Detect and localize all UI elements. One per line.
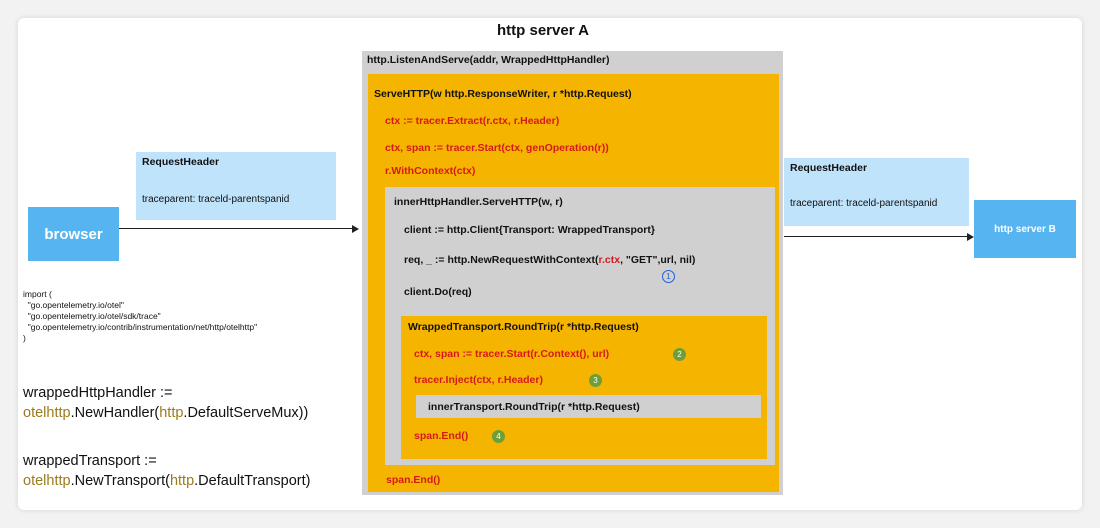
arg-defaultservemux: .DefaultServeMux)) — [183, 405, 309, 421]
wrapped-transport-line1: wrappedTransport := — [23, 453, 157, 469]
arg-defaulttransport: .DefaultTransport) — [194, 473, 311, 489]
span-end-line: span.End() — [386, 474, 441, 486]
wrapped-transport-line2: otelhttp.NewTransport(http.DefaultTransp… — [23, 471, 310, 491]
marker-3-icon: 3 — [589, 374, 602, 387]
wrapped-handler-line2: otelhttp.NewHandler(http.DefaultServeMux… — [23, 403, 308, 423]
marker-4-icon: 4 — [492, 430, 505, 443]
inner-roundtrip-label: innerTransport.RoundTrip(r *http.Request… — [428, 401, 640, 413]
roundtrip-start-line: ctx, span := tracer.Start(r.Context(), u… — [414, 348, 610, 360]
func-newhandler: .NewHandler( — [70, 405, 160, 421]
pkg-otelhttp: otelhttp — [23, 405, 71, 421]
marker-1-icon: 1 — [662, 270, 675, 283]
request-header-left: RequestHeader traceparent: traceld-paren… — [136, 152, 336, 220]
diagram-title: http server A — [497, 22, 589, 39]
pkg-http: http — [169, 473, 195, 489]
request-header-right-heading: RequestHeader — [790, 162, 868, 174]
wrapped-transport-code: wrappedTransport := otelhttp.NewTranspor… — [23, 451, 310, 491]
new-request-ctx: r.ctx — [598, 254, 621, 266]
new-request-suffix: , "GET",url, nil) — [620, 254, 696, 266]
serve-http-label: ServeHTTP(w http.ResponseWriter, r *http… — [374, 88, 632, 100]
func-newtransport: .NewTransport( — [70, 473, 170, 489]
arrowhead-icon — [967, 233, 974, 241]
imports-block: import ( "go.opentelemetry.io/otel" "go.… — [23, 289, 258, 343]
roundtrip-box — [401, 316, 767, 459]
arrowhead-icon — [352, 225, 359, 233]
start-span-line: ctx, span := tracer.Start(ctx, genOperat… — [385, 142, 609, 154]
pkg-otelhttp: otelhttp — [23, 473, 71, 489]
request-header-right: RequestHeader traceparent: traceld-paren… — [784, 158, 969, 226]
arrow-server-a-to-server-b — [784, 236, 968, 237]
request-header-left-value: traceparent: traceld-parentspanid — [142, 194, 290, 205]
request-header-right-value: traceparent: traceld-parentspanid — [790, 198, 938, 209]
new-request-line: req, _ := http.NewRequestWithContext(r.c… — [404, 254, 695, 266]
roundtrip-end-line: span.End() — [414, 430, 469, 442]
extract-line: ctx := tracer.Extract(r.ctx, r.Header) — [385, 115, 560, 127]
inner-serve-label: innerHttpHandler.ServeHTTP(w, r) — [394, 196, 563, 208]
arrow-browser-to-server-a — [119, 228, 352, 229]
new-request-prefix: req, _ := http.NewRequestWithContext( — [404, 254, 599, 266]
inject-line: tracer.Inject(ctx, r.Header) — [414, 374, 543, 386]
client-line: client := http.Client{Transport: Wrapped… — [404, 224, 655, 236]
server-b-node: http server B — [974, 200, 1076, 258]
with-context-line: r.WithContext(ctx) — [385, 165, 476, 177]
marker-2-icon: 2 — [673, 348, 686, 361]
client-do-line: client.Do(req) — [404, 286, 472, 298]
wrapped-handler-code: wrappedHttpHandler := otelhttp.NewHandle… — [23, 383, 308, 423]
request-header-left-heading: RequestHeader — [142, 156, 220, 168]
browser-node: browser — [28, 207, 119, 261]
listen-and-serve-label: http.ListenAndServe(addr, WrappedHttpHan… — [367, 54, 610, 66]
wrapped-handler-line1: wrappedHttpHandler := — [23, 385, 173, 401]
inner-transport-box — [416, 395, 761, 418]
roundtrip-label: WrappedTransport.RoundTrip(r *http.Reque… — [408, 321, 639, 333]
pkg-http: http — [159, 405, 184, 421]
